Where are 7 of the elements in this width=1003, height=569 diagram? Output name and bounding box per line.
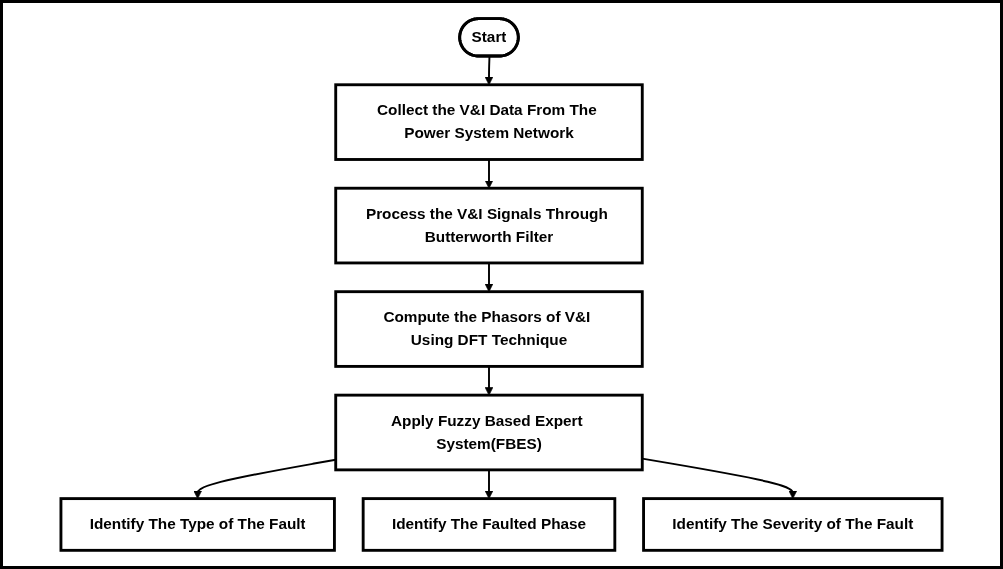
node-box: Apply Fuzzy Based Expert System(FBES) [334,393,644,472]
node-box: Compute the Phasors of V&I Using DFT Technique [334,290,644,368]
node-box: Collect the V&I Data From The Power System Network [334,83,644,161]
node-box: Process the V&I Signals Through Butterworth Filter [334,186,644,265]
node-box: Identify The Faulted Phase [361,497,617,552]
node-box: Identify The Type of The Fault [59,497,336,552]
node-box: Identify The Severity of The Fault [642,497,944,552]
